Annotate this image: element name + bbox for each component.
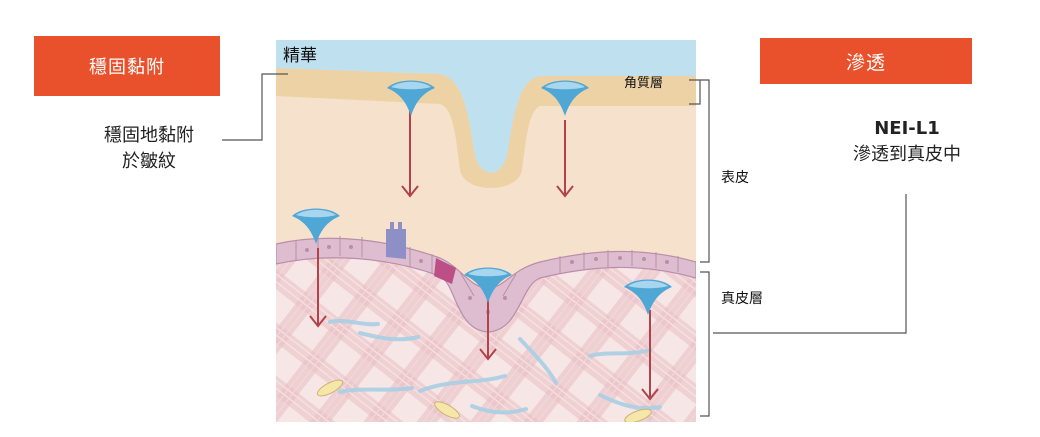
layer-brackets bbox=[689, 79, 710, 417]
collagen-strands bbox=[328, 318, 662, 415]
penetration-caption: NEI-L1 滲透到真皮中 bbox=[834, 116, 980, 168]
stable-adhesion-tag: 穩固黏附 bbox=[34, 36, 220, 96]
dermal-cells bbox=[316, 379, 652, 422]
adhesion-caption: 穩固地黏附 於皺紋 bbox=[88, 123, 210, 175]
melanocyte-cell bbox=[386, 222, 406, 259]
pigment-cell bbox=[434, 258, 456, 284]
epidermis-label: 表皮 bbox=[721, 170, 749, 186]
penetration-tag: 滲透 bbox=[760, 38, 972, 84]
penetration-caption-line2: 滲透到真皮中 bbox=[853, 144, 961, 165]
adhesion-caption-line2: 於皺紋 bbox=[122, 151, 176, 172]
penetration-tag-label: 滲透 bbox=[845, 51, 886, 74]
adhesion-caption-line1: 穩固地黏附 bbox=[104, 125, 194, 146]
ingredient-name: NEI-L1 bbox=[874, 118, 940, 139]
serum-label: 精華 bbox=[283, 46, 317, 66]
stratum-corneum-layer bbox=[276, 68, 696, 188]
dermis-label: 真皮層 bbox=[721, 291, 763, 307]
penetration-arrows bbox=[309, 110, 659, 401]
stratum-corneum-label: 角質層 bbox=[624, 76, 664, 91]
callout-lines bbox=[222, 73, 907, 334]
serum-layer bbox=[276, 40, 696, 173]
stable-adhesion-tag-label: 穩固黏附 bbox=[89, 57, 165, 78]
